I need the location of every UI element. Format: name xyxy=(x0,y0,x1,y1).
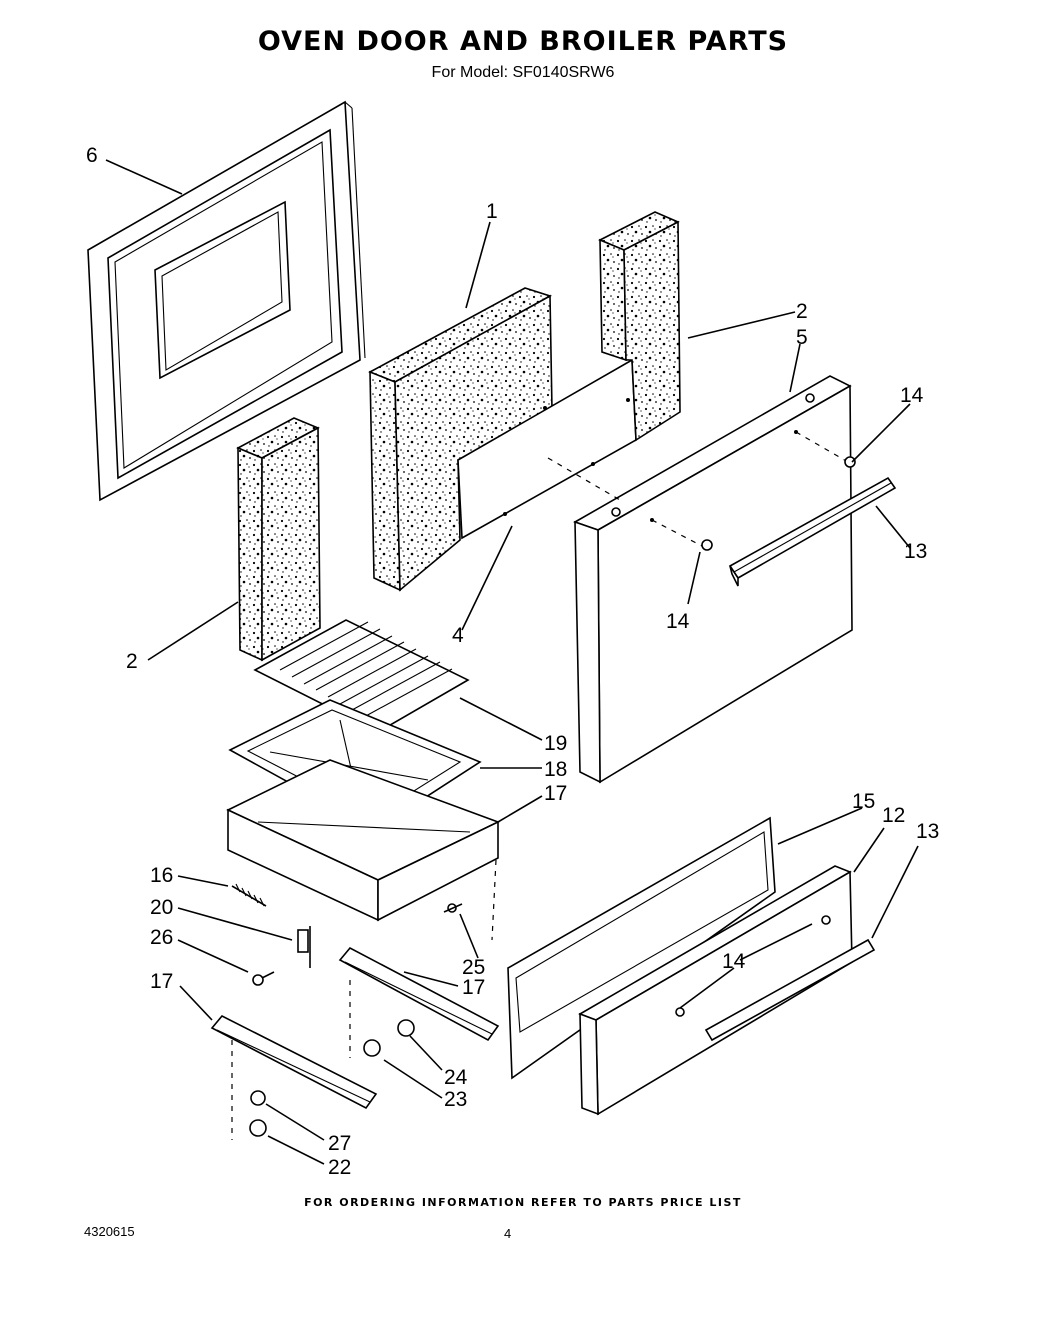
callout-5: 5 xyxy=(796,326,808,349)
broiler-inner-panel xyxy=(507,816,776,1080)
door-handle xyxy=(651,431,897,587)
latch-clip xyxy=(297,926,311,968)
callout-13: 13 xyxy=(916,820,939,843)
drawer-rail-left xyxy=(210,1014,378,1140)
roller-bushing xyxy=(397,1019,415,1037)
callout-2: 2 xyxy=(126,650,138,673)
callout-16: 16 xyxy=(150,864,173,887)
callout-4: 4 xyxy=(452,624,464,647)
callout-17: 17 xyxy=(462,976,485,999)
mounting-screw xyxy=(252,971,275,986)
drawer-rail-right xyxy=(338,946,500,1058)
side-insulation-left xyxy=(236,417,321,662)
callout-15: 15 xyxy=(852,790,875,813)
callout-24: 24 xyxy=(444,1066,468,1089)
callout-12: 12 xyxy=(882,804,905,827)
callout-13: 13 xyxy=(904,540,927,563)
document-number: 4320615 xyxy=(84,1224,135,1239)
callout-27: 27 xyxy=(328,1132,351,1155)
broiler-spring xyxy=(231,883,267,907)
page-title: OVEN DOOR AND BROILER PARTS xyxy=(257,26,789,57)
callouts: 6 1 2 5 14 13 14 2 4 19 18 17 15 12 13 1… xyxy=(86,144,939,1179)
callout-6: 6 xyxy=(86,144,98,167)
callout-14: 14 xyxy=(722,950,746,973)
callout-20: 19 xyxy=(544,732,567,755)
drawer-stop xyxy=(443,903,463,913)
callout-25: 25 xyxy=(462,956,485,979)
roller xyxy=(363,1039,381,1057)
callout-17: 17 xyxy=(150,970,173,993)
broiler-drawer xyxy=(226,759,501,922)
handle-spacer xyxy=(844,456,856,468)
ordering-note: FOR ORDERING INFORMATION REFER TO PARTS … xyxy=(304,1196,742,1209)
page-number: 4 xyxy=(504,1226,512,1241)
broiler-drawer-front xyxy=(578,865,876,1116)
callout-2: 2 xyxy=(796,300,808,323)
callout-21: 20 xyxy=(150,896,173,919)
callout-14: 14 xyxy=(666,610,690,633)
callout-19: 18 xyxy=(544,758,567,781)
callout-1: 1 xyxy=(486,200,498,223)
handle-spacer xyxy=(701,539,713,551)
callout-18: 17 xyxy=(544,782,567,805)
inner-door-panel xyxy=(87,100,366,502)
callout-22: 22 xyxy=(328,1156,351,1179)
outer-door-panel xyxy=(547,375,853,784)
callout-14: 14 xyxy=(900,384,924,407)
model-subtitle: For Model: SF0140SRW6 xyxy=(431,64,615,81)
leader-lines xyxy=(105,159,919,1165)
rail-nut xyxy=(250,1090,266,1106)
callout-23: 23 xyxy=(444,1088,467,1111)
side-insulation-right xyxy=(598,211,681,442)
guide-line xyxy=(491,859,497,941)
rail-roller xyxy=(249,1119,267,1137)
door-insulation xyxy=(368,287,553,592)
callout-26: 26 xyxy=(150,926,173,949)
